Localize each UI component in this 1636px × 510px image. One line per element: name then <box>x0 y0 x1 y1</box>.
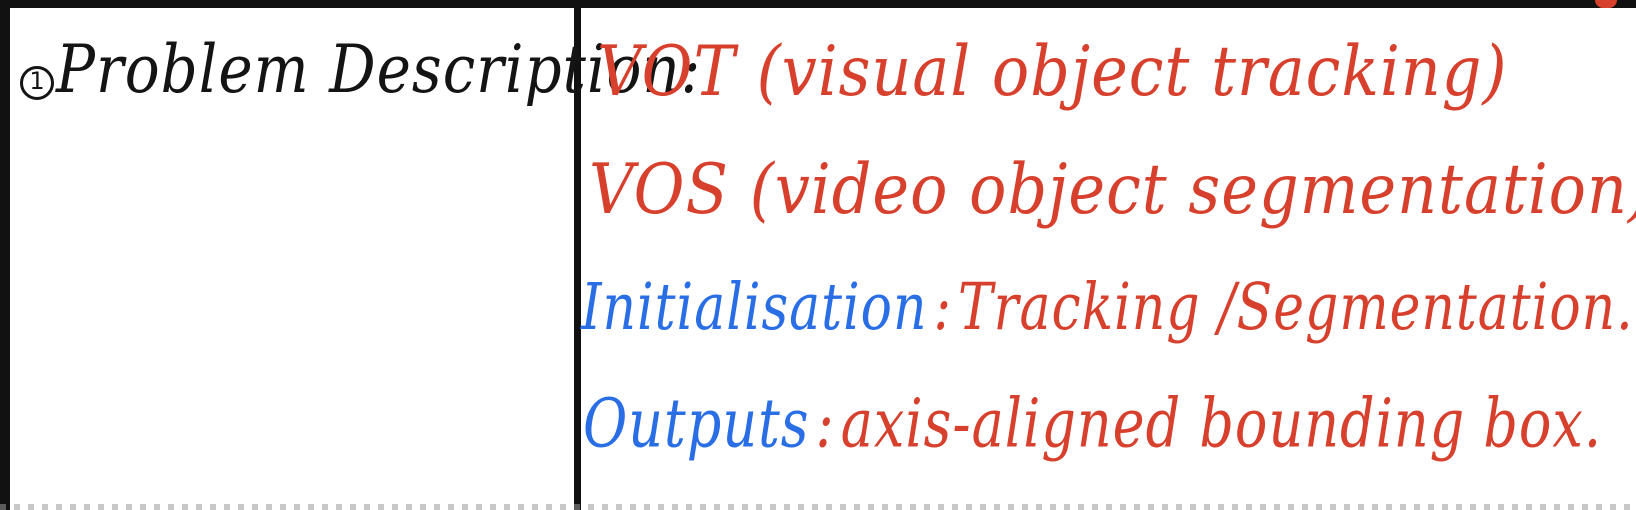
red-ink-mark <box>1595 0 1617 8</box>
problem-description-label: Problem Description: <box>56 30 702 109</box>
table-top-border <box>0 0 1636 8</box>
table-left-border <box>0 0 10 510</box>
vot-line: VOT (visual object tracking) <box>597 30 1508 112</box>
vos-line: VOS (video object segmentation) <box>589 148 1636 230</box>
outputs-key: Outputs <box>583 384 810 463</box>
initialisation-line: Initialisation:Tracking /Segmentation. <box>581 270 1634 345</box>
outputs-separator: : <box>815 384 835 463</box>
circled-number: 1 <box>20 66 54 100</box>
label-cell: 1 Problem Description: <box>10 8 700 504</box>
initialisation-separator: : <box>933 270 952 345</box>
content-cell: VOT (visual object tracking) VOS (video … <box>581 8 1636 504</box>
table-bottom-edge <box>0 504 1636 510</box>
outputs-line: Outputs:axis-aligned bounding box. <box>583 384 1602 463</box>
column-divider <box>574 0 581 510</box>
outputs-value: axis-aligned bounding box. <box>840 384 1603 463</box>
initialisation-key: Initialisation <box>581 270 928 345</box>
initialisation-value: Tracking /Segmentation. <box>958 270 1634 345</box>
circled-number-text: 1 <box>29 67 45 95</box>
